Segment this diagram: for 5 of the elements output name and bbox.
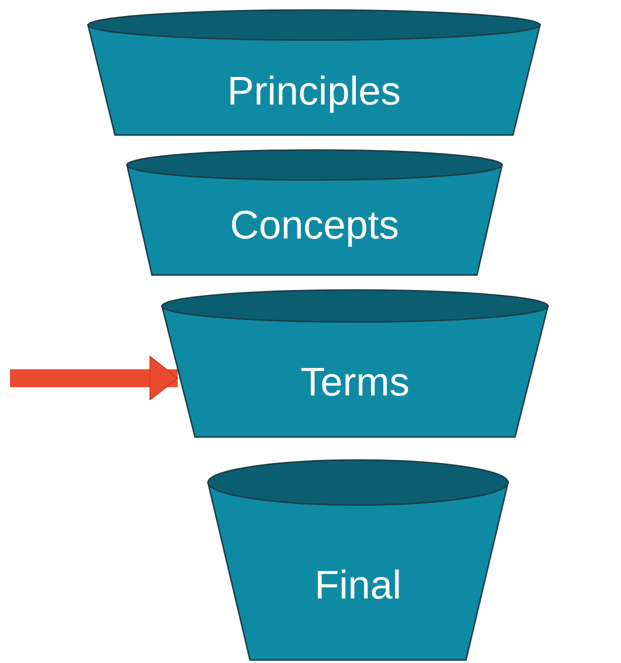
tier-label: Principles	[227, 70, 401, 114]
tier-label: Final	[314, 564, 402, 608]
arrow	[10, 356, 178, 401]
tier-label: Concepts	[230, 204, 399, 248]
tier-label: Terms	[300, 360, 410, 406]
